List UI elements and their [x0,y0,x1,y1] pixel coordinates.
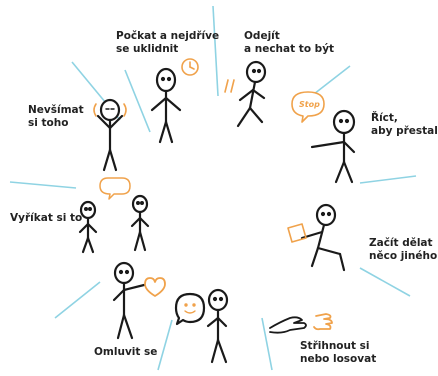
smile-face [184,303,196,314]
clock-icon [181,58,199,76]
waiting-figure [150,67,182,144]
motion-lines [224,79,235,93]
label-apologize: Omluvit se [94,346,158,358]
spoke-lines [9,5,417,371]
spoke [157,319,173,371]
book-icon [287,223,307,243]
spoke [9,181,77,189]
spoke [212,5,219,97]
spoke [54,281,101,319]
label-stop: Říct, aby přestali [371,112,438,137]
label-draw-lots: Střihnout si nebo losovat [300,340,377,365]
stop-figure [310,109,356,184]
stop-bubble-text: Stop [299,100,320,109]
label-wait: Počkat a nejdříve se uklidnit [116,30,220,55]
rock-paper-scissors-icon [269,313,333,334]
walking-figure-icon [236,60,267,128]
talking-figure-right [130,194,150,252]
covered-ears-icon [93,103,127,117]
label-leave: Odejít a nechat to být [244,30,335,55]
heart-icon [144,277,166,297]
label-do-something-else: Začít dělat něco jiného [369,237,438,262]
heart-figure [112,261,146,340]
smile-bubble-icon [174,292,206,326]
spoke [261,317,273,371]
speech-bubble-icon [99,177,131,200]
spoke [359,267,411,297]
stop-bubble-icon [291,91,325,123]
talking-figure-left [78,200,98,254]
apologizing-figure [206,288,229,364]
label-ignore: Nevšímat si toho [28,104,84,129]
reading-figure [300,203,346,272]
label-talk-it-out: Vyříkat si to [10,212,83,224]
spoke [124,69,151,133]
ignoring-figure [96,98,124,172]
spoke [359,175,417,184]
